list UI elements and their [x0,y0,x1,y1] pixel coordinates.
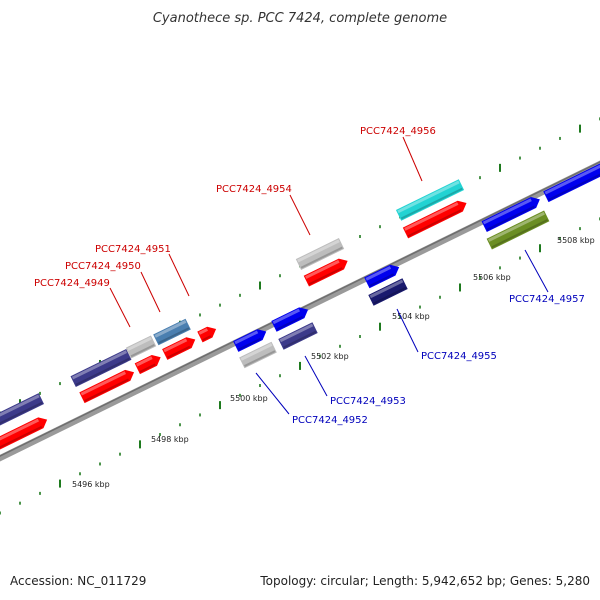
gene-label-4956: PCC7424_4956 [360,126,436,137]
feature-gray-4952 [239,341,277,369]
feature-red-4956 [402,200,467,239]
label-leaders [109,136,549,415]
feature-blue-2 [271,307,309,332]
gene-label-4951: PCC7424_4951 [95,244,171,255]
scale-label-5498: 5498 kbp [151,435,189,444]
gene-label-4957: PCC7424_4957 [509,294,585,305]
feature-red-5 [197,326,217,343]
accession-text: Accession: NC_011729 [10,574,147,588]
gene-label-4954: PCC7424_4954 [216,184,292,195]
feature-gray-4950 [125,335,157,359]
feature-purple-4953 [278,322,318,350]
feature-red-2 [79,369,135,404]
feature-gray-4954 [295,238,345,270]
feature-blue-1 [233,329,267,352]
gene-label-4953: PCC7424_4953 [330,396,406,407]
gene-label-4949: PCC7424_4949 [34,278,110,289]
genome-summary-text: Topology: circular; Length: 5,942,652 bp… [260,574,590,588]
map-title: Cyanothece sp. PCC 7424, complete genome [153,11,447,26]
scale-label-5500: 5500 kbp [230,394,268,403]
gene-label-4952: PCC7424_4952 [292,415,368,426]
feature-red-3 [134,354,161,375]
gene-label-4955: PCC7424_4955 [421,351,497,362]
scale-label-5496: 5496 kbp [72,480,110,489]
scale-label-5504: 5504 kbp [392,312,430,321]
feature-olive-4957 [486,210,550,250]
feature-red-4 [162,337,196,360]
scale-labels: 5496 kbp 5498 kbp 5500 kbp 5502 kbp 5504… [72,236,595,489]
tick-track-inner [0,217,600,515]
feature-purple-1 [0,393,44,427]
feature-blue-4 [481,197,540,233]
scale-label-5506: 5506 kbp [473,273,511,282]
feature-purple-4949 [70,348,132,388]
gene-features [0,160,600,450]
feature-blue-5 [543,160,600,203]
feature-red-4954 [303,258,348,287]
feature-blue-3 [364,264,400,289]
feature-red-1 [0,417,48,450]
feature-cyan-4956 [395,179,465,221]
feature-navy-4955 [368,278,408,306]
gene-labels: PCC7424_4949 PCC7424_4950 PCC7424_4951 P… [34,126,585,426]
scale-label-5508: 5508 kbp [557,236,595,245]
gene-label-4950: PCC7424_4950 [65,261,141,272]
scale-label-5502: 5502 kbp [311,352,349,361]
feature-steelblue-4951 [153,318,191,346]
